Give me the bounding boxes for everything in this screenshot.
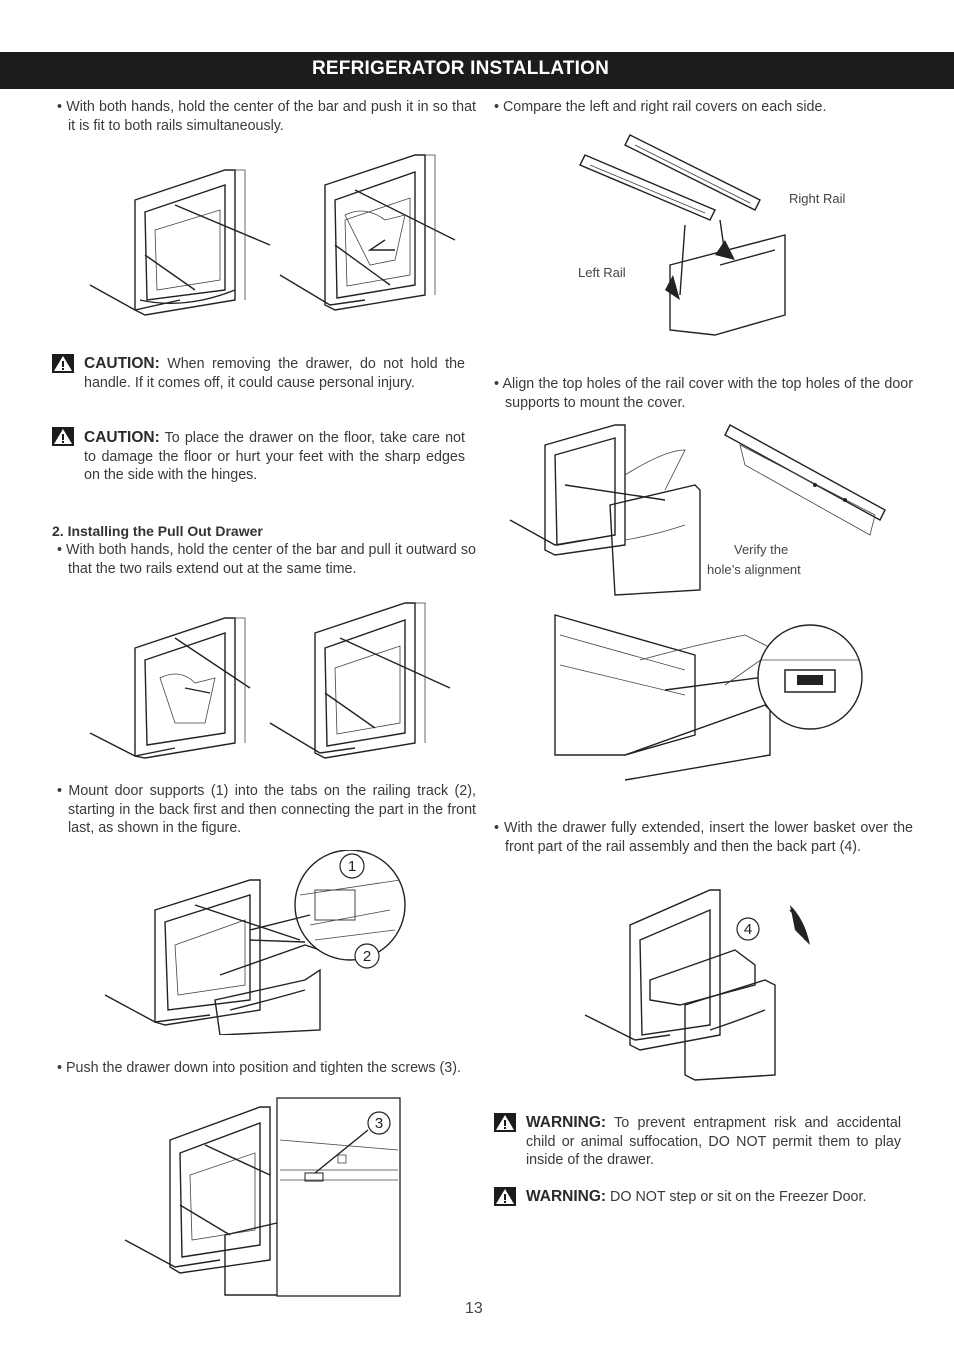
figure-rail-covers [579, 134, 786, 336]
instruction-tighten-screws: • Push the drawer down into position and… [57, 1060, 461, 1076]
caution-removing-drawer: CAUTION: When removing the drawer, do no… [84, 355, 465, 392]
callout-number-4: 4 [744, 921, 752, 938]
warning-triangle-icon [52, 427, 74, 446]
instruction-align-holes: • Align the top holes of the rail cover … [494, 376, 913, 411]
page-number: 13 [465, 1300, 483, 1317]
section-title: REFRIGERATOR INSTALLATION [312, 58, 610, 79]
callout-circle-2 [354, 943, 380, 969]
label-verify-line-2: hole’s alignment [707, 562, 801, 577]
figure-pull-bar [89, 602, 451, 759]
warning-label: WARNING: [526, 1114, 607, 1131]
caution-label: CAUTION: [84, 355, 160, 372]
caution-floor-placement: CAUTION: To place the drawer on the floo… [84, 429, 465, 485]
warning-text: To prevent entrapment risk and accidenta… [526, 1115, 901, 1168]
figure-push-bar [89, 154, 456, 316]
caution-text: When removing the drawer, do not hold th… [84, 356, 465, 391]
figure-mount-door-supports: 1 2 [104, 850, 406, 1035]
figure-insert-basket: 4 [584, 889, 810, 1081]
caution-text: To place the drawer on the floor, take c… [84, 430, 465, 483]
instruction-mount-supports: • Mount door supports (1) into the tabs … [57, 783, 476, 836]
callout-circle-1 [339, 853, 365, 879]
warning-text: DO NOT step or sit on the Freezer Door. [606, 1189, 867, 1205]
warning-triangle-icon [494, 1113, 516, 1132]
warning-entrapment: WARNING: To prevent entrapment risk and … [526, 1114, 901, 1170]
figure-tighten-screws: 3 [124, 1097, 401, 1297]
callout-number-3: 3 [375, 1115, 383, 1132]
figure-align-rail-cover [509, 424, 886, 596]
warning-label: WARNING: [526, 1188, 607, 1205]
callout-number-2: 2 [363, 948, 371, 965]
warning-triangle-icon [494, 1187, 516, 1206]
section-header-bar: REFRIGERATOR INSTALLATION [0, 52, 954, 89]
instruction-compare-rails: • Compare the left and right rail covers… [494, 99, 827, 115]
callout-number-1: 1 [348, 858, 356, 875]
label-right-rail: Right Rail [789, 191, 846, 206]
instruction-pull-bar: • With both hands, hold the center of th… [57, 542, 476, 577]
caution-label: CAUTION: [84, 429, 160, 446]
figure-hole-alignment [554, 614, 863, 781]
section-title-installing-drawer: 2. Installing the Pull Out Drawer [52, 523, 263, 539]
warning-triangle-icon [52, 354, 74, 373]
label-left-rail: Left Rail [578, 265, 626, 280]
instruction-push-bar: • With both hands, hold the center of th… [57, 99, 476, 134]
warning-do-not-step: WARNING: DO NOT step or sit on the Freez… [526, 1188, 901, 1207]
label-verify-line-1: Verify the [734, 542, 789, 557]
instruction-insert-basket: • With the drawer fully extended, insert… [494, 820, 913, 855]
